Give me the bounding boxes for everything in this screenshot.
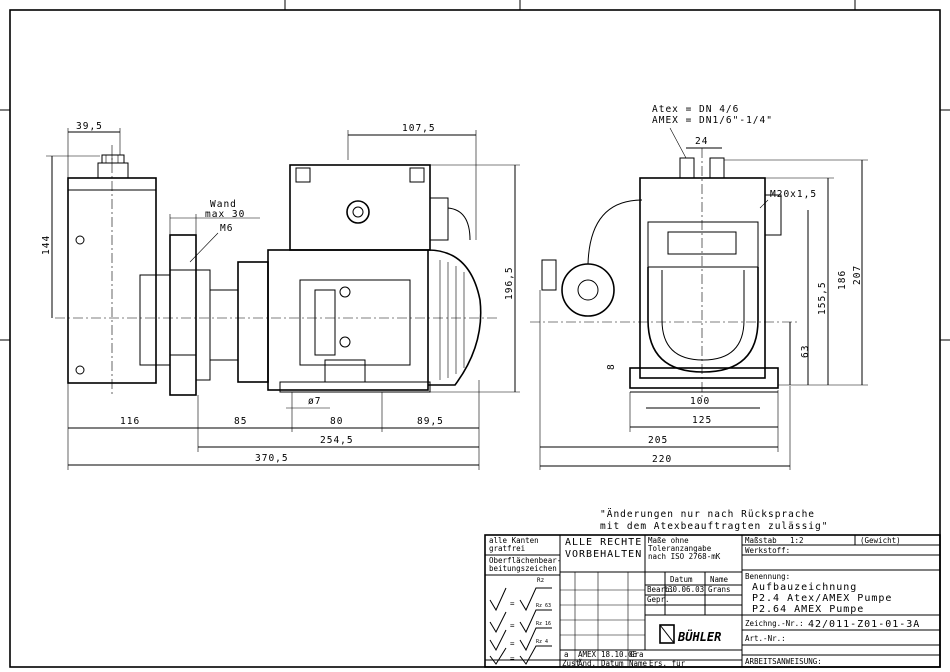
front-view-dimensions: Atex = DN 4/6 AMEX = DN1/6"-1/4" 24 M20x… (539, 104, 868, 470)
dim-100: 100 (690, 396, 710, 407)
note-line-2: mit dem Atexbeauftragten zulässig" (600, 521, 828, 532)
dim-89-5: 89,5 (417, 416, 444, 427)
m20-label: M20x1,5 (770, 189, 817, 200)
dim-207: 207 (852, 265, 863, 285)
amex-dn-label: AMEX = DN1/6"-1/4" (652, 115, 773, 126)
tolerance-line-2: Toleranzangabe (648, 544, 712, 553)
dim-144: 144 (41, 235, 52, 255)
revision-amex: AMEX (578, 650, 597, 659)
drawn-name: Grans (708, 585, 731, 594)
rights-line-2: VORBEHALTEN (565, 549, 642, 560)
dim-254-5: 254,5 (320, 435, 354, 446)
rz-top: Rz (537, 577, 545, 584)
name-label: Name (629, 659, 648, 668)
datum-label: Datum (601, 659, 624, 668)
date-header: Datum (670, 575, 693, 584)
dim-80: 80 (330, 416, 343, 427)
dim-186: 186 (837, 270, 848, 290)
drawn-label: Bearb. (647, 585, 674, 594)
svg-text:=: = (510, 654, 515, 663)
title-line-3: P2.64 AMEX Pumpe (752, 604, 864, 615)
revision-date: 18.10.05 (601, 650, 637, 659)
side-view (55, 145, 500, 396)
front-view (530, 148, 800, 400)
aend-label: Änd. (578, 659, 596, 668)
designation-label: Benennung: (745, 572, 790, 581)
surface-symbols: Rz = = Rz 63 = Rz 16 = Rz 4 (489, 577, 552, 665)
weight-label: (Gewicht) (860, 536, 901, 545)
rights-line-1: ALLE RECHTE (565, 537, 642, 548)
dim-85: 85 (234, 416, 247, 427)
dim-370-5: 370,5 (255, 453, 289, 464)
tolerance-line-3: nach ISO 2768-mK (648, 552, 721, 561)
dim-107-5: 107,5 (402, 123, 436, 134)
name-header: Name (710, 575, 729, 584)
dim-220: 220 (652, 454, 672, 465)
dim-196-5: 196,5 (504, 266, 515, 300)
rz-16: Rz 16 (536, 621, 551, 627)
material-label: Werkstoff: (745, 546, 790, 555)
scale-value: 1:2 (790, 536, 804, 545)
edges-label-2: gratfrei (489, 544, 525, 553)
rz-63: Rz 63 (536, 603, 551, 609)
atex-dn-label: Atex = DN 4/6 (652, 104, 739, 115)
drawn-date: 30.06.03 (668, 585, 704, 594)
dim-39-5: 39,5 (76, 121, 103, 132)
svg-text:=: = (510, 639, 515, 648)
dim-63: 63 (800, 345, 811, 358)
wand-label: Wand (210, 199, 237, 210)
buhler-logo: BÜHLER (659, 624, 721, 644)
svg-text:=: = (510, 599, 515, 608)
rz-4: Rz 4 (536, 639, 548, 645)
checked-label: Gepr. (647, 595, 670, 604)
title-block: alle Kanten gratfrei ALLE RECHTE VORBEHA… (484, 534, 941, 668)
sheet-border (9, 9, 941, 668)
surface-label-2: beitungszeichen (489, 564, 557, 573)
dim-8: 8 (606, 363, 617, 370)
logo-text: BÜHLER (677, 629, 721, 644)
work-instruction-label: ARBEITSANWEISUNG: (745, 657, 822, 666)
surface-label-1: Oberflächenbear- (489, 556, 561, 565)
article-number-label: Art.-Nr.: (745, 634, 786, 643)
svg-text:=: = (510, 621, 515, 630)
wand-max-label: max 30 (205, 209, 245, 220)
dim-155-5: 155,5 (817, 281, 828, 315)
m6-label: M6 (220, 223, 233, 234)
replaces-label: Ers. für (649, 659, 686, 668)
scale-label: Maßstab (745, 536, 777, 545)
dim-116: 116 (120, 416, 140, 427)
zust-label: Zust. (562, 659, 585, 668)
drawing-number: 42/011-Z01-01-3A (808, 619, 920, 630)
revision-name: Gra (630, 650, 644, 659)
dim-7: ø7 (308, 396, 321, 407)
edges-label-1: alle Kanten (489, 536, 539, 545)
dim-24: 24 (695, 136, 708, 147)
title-line-2: P2.4 Atex/AMEX Pumpe (752, 593, 892, 604)
tolerance-line-1: Maße ohne (648, 536, 689, 545)
note-line-1: "Änderungen nur nach Rücksprache (600, 509, 815, 520)
dim-205: 205 (648, 435, 668, 446)
title-line-1: Aufbauzeichnung (752, 582, 857, 593)
revision-a: a (564, 650, 569, 659)
side-view-dimensions: 39,5 107,5 144 196,5 Wand max 30 M6 116 … (41, 121, 520, 470)
dim-125: 125 (692, 415, 712, 426)
drawing-number-label: Zeichng.-Nr.: (745, 619, 804, 628)
